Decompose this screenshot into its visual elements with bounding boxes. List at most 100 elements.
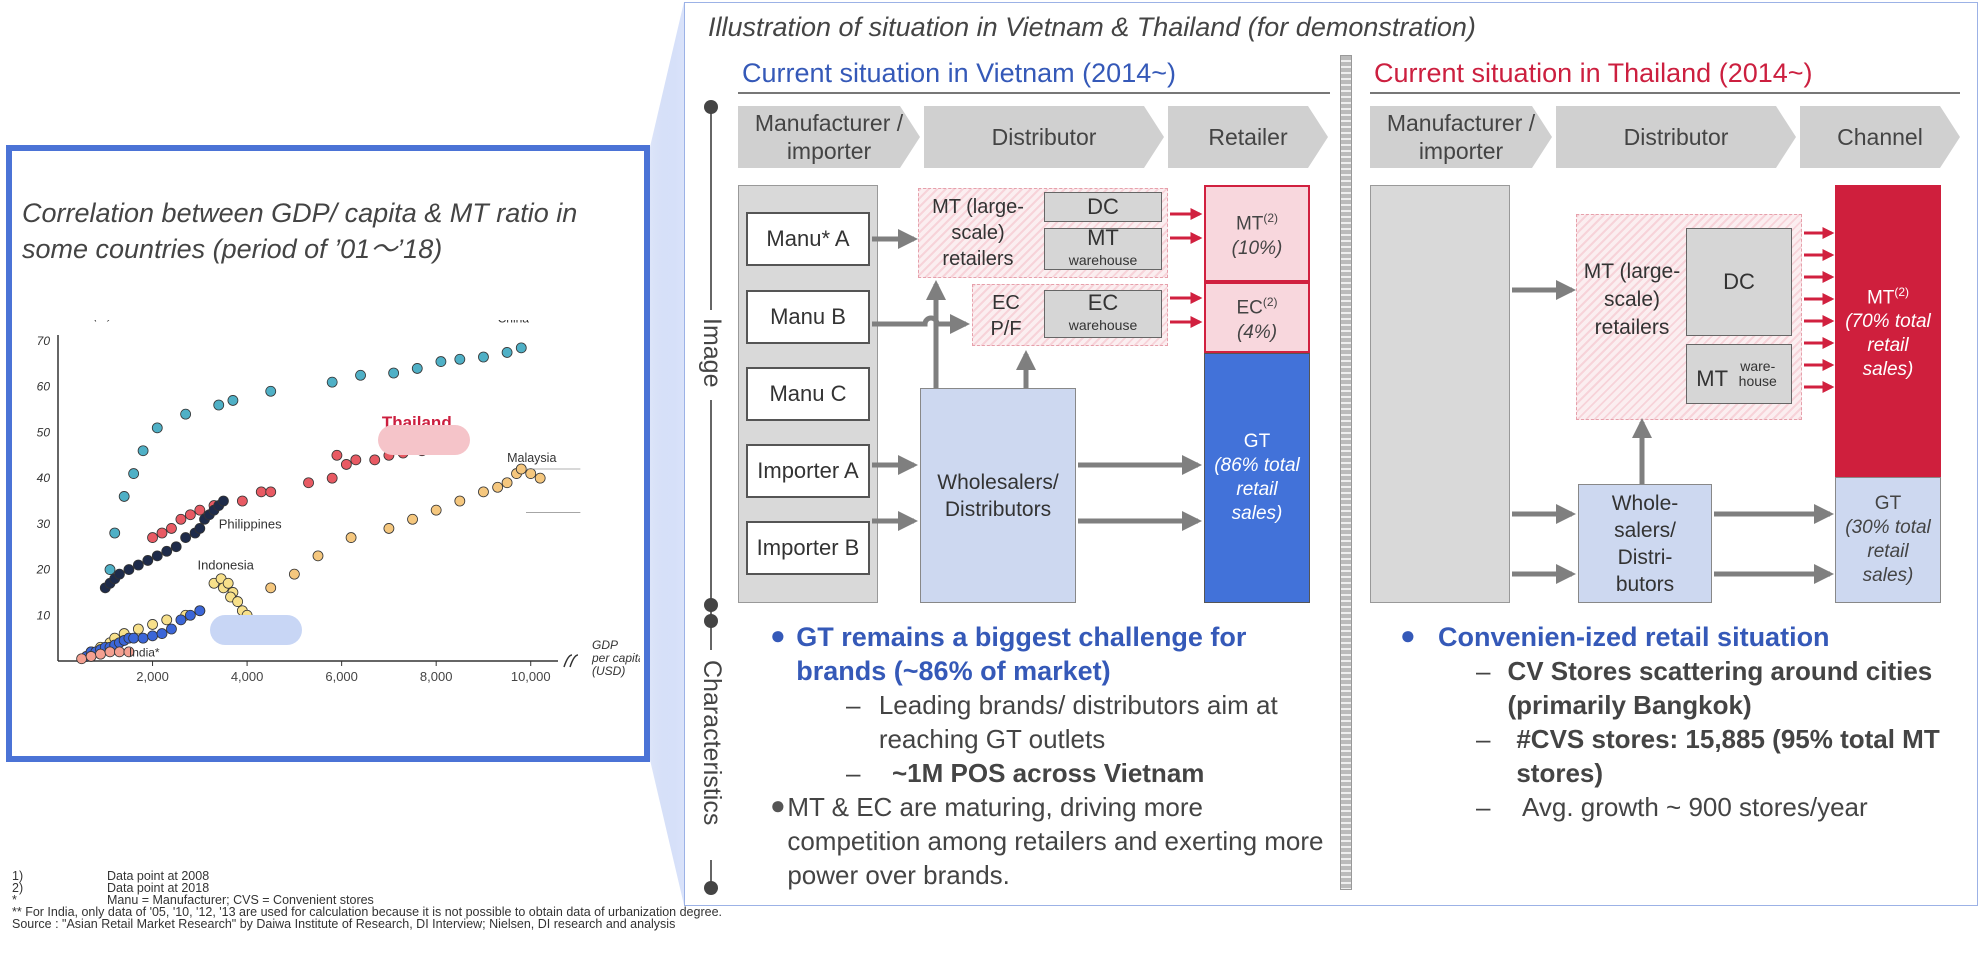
data-point-thailand	[194, 504, 206, 516]
data-point-vietnam	[184, 609, 196, 621]
y-tick-label: 30	[37, 517, 51, 531]
data-point-china	[265, 385, 277, 397]
vn-mt-warehouse-small: warehouse	[1068, 252, 1138, 268]
th-mt-cell-label-line: MT(2)	[1867, 280, 1909, 310]
vn-source-manu-a: Manu* A	[746, 212, 870, 266]
vn-wholesalers-box: Wholesalers/ Distributors	[920, 388, 1076, 603]
data-point-china	[501, 347, 513, 358]
data-point-china	[326, 376, 338, 388]
x-tick-label: 8,000	[420, 669, 453, 684]
vietnam-highlight	[210, 615, 302, 645]
data-point-thailand	[326, 472, 338, 484]
data-point-thailand	[303, 477, 314, 489]
vn-ec-cell-value: (4%)	[1236, 321, 1278, 343]
footnote-2-mark: 2)	[12, 881, 24, 895]
y-tick-label: 20	[36, 563, 51, 577]
vn-dc-box: DC	[1044, 192, 1162, 222]
data-point-vietnam	[194, 605, 206, 617]
vn-source-manu-c: Manu C	[746, 367, 870, 421]
data-point-malaysia	[265, 582, 277, 594]
th-bullet-sub-3: – Avg. growth ~ 900 stores/year	[1476, 790, 1970, 824]
data-point-malaysia	[345, 532, 357, 543]
chart-panel	[6, 145, 650, 762]
section-divider	[1340, 55, 1352, 890]
vn-mt-cell: MT(2) (10%)	[1204, 185, 1310, 282]
th-mt-warehouse-label: MT	[1696, 365, 1728, 391]
th-mt-cell: MT(2) (70% total retail sales)	[1835, 185, 1941, 477]
data-point-philippines	[180, 532, 192, 543]
vn-bullet-sub-1-text: Leading brands/ distributors aim at reac…	[878, 690, 1278, 754]
footnote-2: 2)Data point at 2018	[12, 881, 722, 895]
th-header-channel: Channel	[1800, 106, 1960, 168]
data-point-indonesia	[132, 623, 144, 635]
vn-header-distributor-label: Distributor	[991, 124, 1097, 150]
bullet-dot: ●	[770, 790, 786, 820]
dash-mark: –	[1476, 792, 1491, 822]
data-point-vietnam	[156, 628, 168, 639]
footnote-3-mark: *	[12, 893, 17, 907]
data-point-malaysia	[288, 568, 300, 580]
side-label-image-box	[692, 310, 730, 400]
data-point-thailand	[340, 459, 352, 470]
th-mt-retailers-label: MT (large-scale) retailers	[1583, 260, 1681, 339]
vn-ec-cell-label-line: EC(2)	[1236, 290, 1277, 320]
th-header-distributor: Distributor	[1556, 106, 1796, 168]
th-wholesalers-box: Whole-salers/ Distri-butors	[1578, 484, 1712, 603]
vn-bullet-main-1-text: GT remains a biggest challenge for brand…	[796, 622, 1247, 686]
data-point-thailand	[236, 495, 248, 507]
vn-header-retailer-label: Retailer	[1208, 124, 1288, 150]
th-gt-cell-label: GT	[1874, 493, 1902, 514]
th-dc-box: DC	[1686, 228, 1792, 336]
th-gt-cell-value: (30% total retail sales)	[1845, 517, 1931, 586]
x-axis-label: GDP	[592, 638, 618, 652]
series-label-philippines: Philippines	[219, 516, 282, 531]
vn-characteristics: ● GT remains a biggest challenge for bra…	[770, 620, 1330, 892]
side-axis-line	[710, 106, 712, 888]
footnote-3-text: Manu = Manufacturer; CVS = Convenient st…	[107, 893, 374, 907]
thailand-title-rule	[1370, 92, 1960, 94]
main-title: Illustration of situation in Vietnam & T…	[708, 12, 1476, 42]
vn-header-distributor: Distributor	[924, 106, 1164, 168]
th-bullet-main-1-text: Convenien-ized retail situation	[1438, 622, 1830, 652]
data-point-philippines	[114, 568, 125, 580]
vn-ec-cell-label: EC	[1236, 297, 1263, 319]
vietnam-title-rule	[738, 92, 1330, 94]
data-point-china	[435, 356, 447, 367]
data-point-china	[355, 369, 366, 381]
th-bullet-sub-2-text: #CVS stores: 15,885 (95% total MT stores…	[1516, 724, 1940, 788]
data-point-china	[104, 564, 116, 575]
data-point-thailand	[184, 509, 196, 521]
vn-source-importer-a: Importer A	[746, 444, 870, 498]
vn-dc-label: DC	[1087, 194, 1119, 219]
th-header-distributor-label: Distributor	[1623, 124, 1729, 150]
th-mt-warehouse-box: MT ware-house	[1686, 344, 1792, 404]
data-point-malaysia	[534, 472, 546, 484]
vietnam-title: Current situation in Vietnam (2014~)	[742, 58, 1176, 88]
data-point-china	[109, 527, 121, 539]
data-point-china	[118, 491, 130, 502]
x-axis-label: per capita	[591, 651, 640, 665]
vn-bullet-main-1: ● GT remains a biggest challenge for bra…	[770, 620, 1330, 688]
footnote-3: * Manu = Manufacturer; CVS = Convenient s…	[12, 893, 722, 907]
th-bullet-sub-2: – #CVS stores: 15,885 (95% total MT stor…	[1476, 722, 1970, 790]
side-label-characteristics: Characteristics	[698, 660, 726, 826]
th-bullet-main-1: ● Convenien-ized retail situation	[1400, 620, 1970, 654]
vn-mt-cell-label-line: MT(2)	[1236, 206, 1278, 236]
side-label-characteristics-box	[692, 650, 730, 860]
vn-ec-cell-sup: (2)	[1262, 295, 1278, 310]
data-point-china	[411, 363, 423, 374]
data-point-thailand	[175, 513, 187, 525]
series-label-china: China	[498, 320, 530, 326]
vn-ec-warehouse-label: EC	[1087, 290, 1119, 315]
data-point-china	[151, 422, 163, 434]
data-point-china	[137, 445, 149, 457]
side-axis-dot-mid1	[704, 598, 718, 612]
th-mt-cell-label: MT	[1866, 287, 1895, 309]
footnotes: 1)Data point at 2008 2)Data point at 201…	[12, 869, 722, 931]
footnote-1-text: Data point at 2008	[107, 869, 210, 883]
vn-mt-cell-value: (10%)	[1231, 237, 1283, 259]
data-point-china	[388, 367, 400, 379]
vn-mt-retailers-label: MT (large-scale) retailers	[932, 196, 1024, 270]
